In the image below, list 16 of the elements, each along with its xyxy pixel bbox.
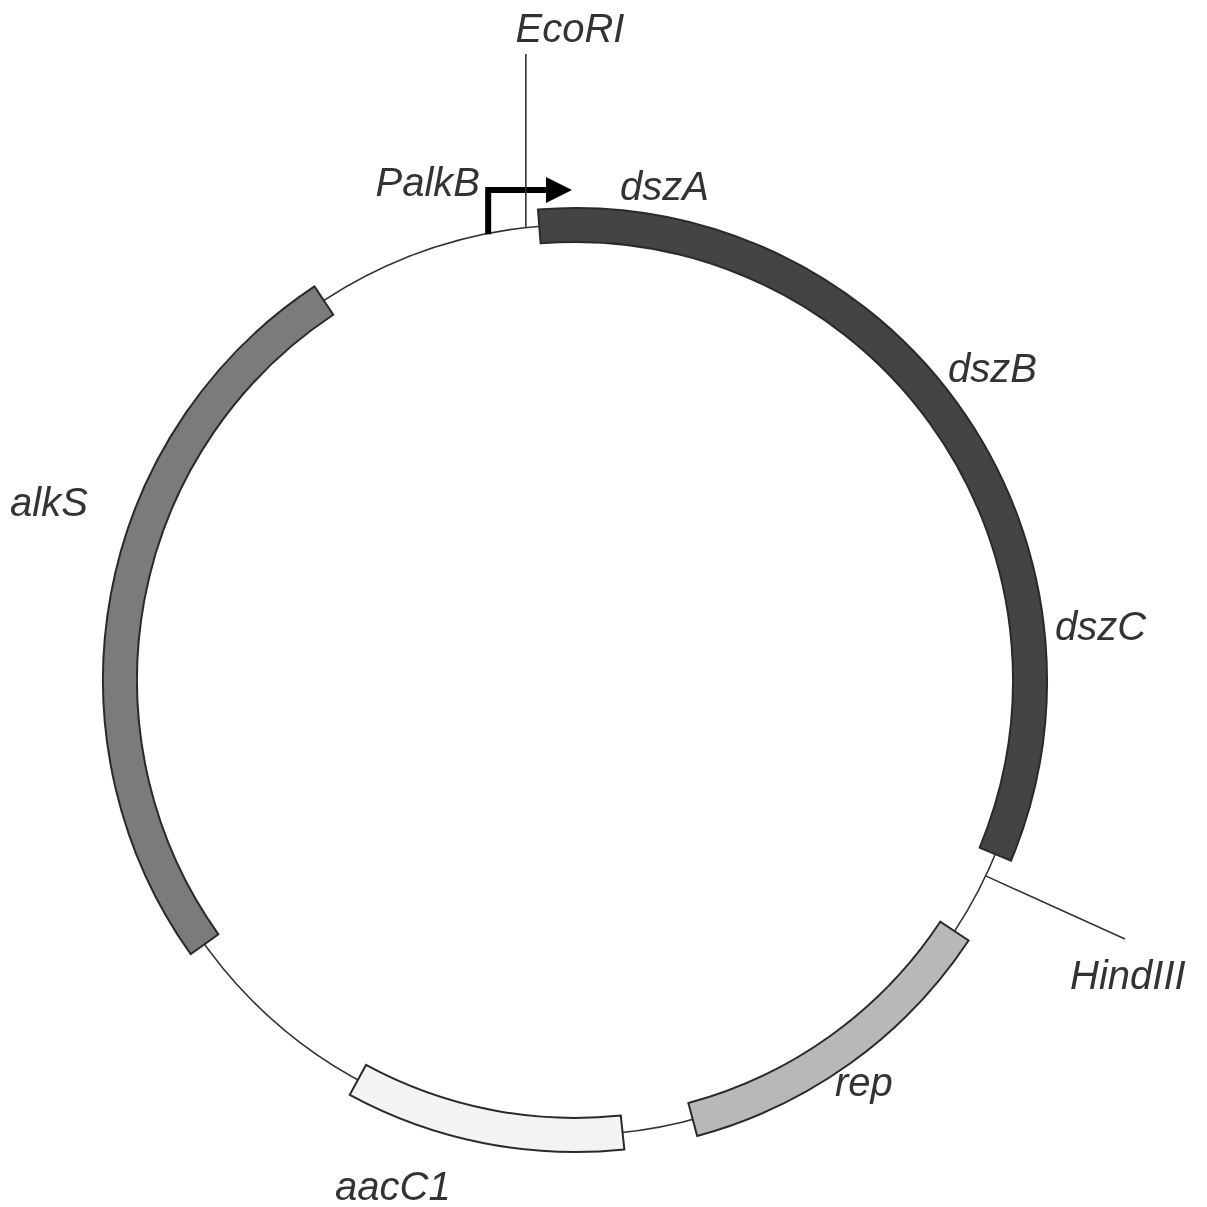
gene-label: dszA: [620, 166, 709, 206]
gene-label: dszB: [948, 348, 1037, 388]
site-label: HindIII: [1070, 955, 1186, 995]
gene-arc: [536, 207, 1048, 862]
promoter-arrow: [485, 177, 572, 235]
gene-label: aacC1: [335, 1166, 451, 1206]
leader-line: [984, 875, 1126, 940]
leader-line: [525, 53, 527, 229]
gene-arc: [348, 1063, 626, 1153]
gene-arc: [687, 920, 970, 1137]
gene-arc: [102, 285, 335, 956]
gene-label: rep: [835, 1062, 893, 1102]
site-label: EcoRI: [515, 8, 625, 48]
gene-label: PalkB: [375, 162, 480, 202]
gene-label: alkS: [10, 482, 88, 522]
gene-label: dszC: [1055, 606, 1147, 646]
